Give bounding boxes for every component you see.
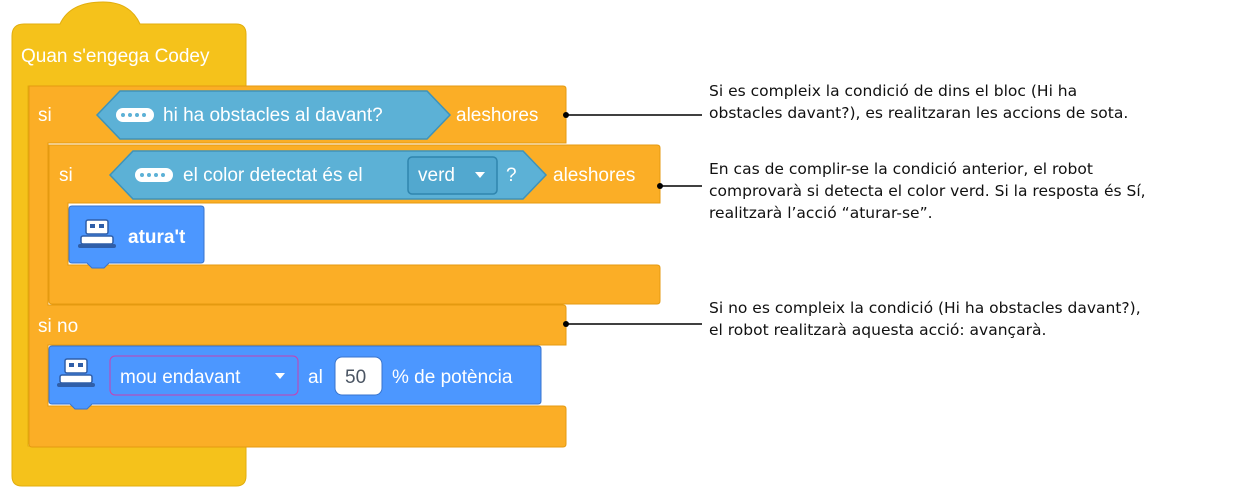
sensor-icon: [116, 108, 154, 122]
outer-if-keyword: si: [38, 105, 52, 126]
outer-if-else-block[interactable]: si aleshores si no: [28, 85, 567, 448]
obstacle-condition-block[interactable]: hi ha obstacles al davant?: [95, 90, 452, 140]
when-codey-starts-hat-block[interactable]: Quan s'engega Codey: [11, 1, 247, 487]
annotation-connectors: [563, 112, 702, 327]
color-condition-block[interactable]: el color detectat és el verd ?: [108, 150, 548, 200]
move-forward-block[interactable]: mou endavant al 50 % de potència: [48, 345, 542, 410]
connector-dot-1: [563, 112, 569, 118]
direction-dropdown-value: mou endavant: [120, 367, 241, 388]
stop-block-label: atura't: [128, 227, 186, 248]
stop-block[interactable]: atura't: [68, 205, 205, 269]
color-dropdown-value: verd: [418, 165, 455, 186]
color-condition-label: el color detectat és el: [183, 165, 363, 186]
annotation-outer-condition: Si es compleix la condició de dins el bl…: [709, 82, 1129, 122]
robot-icon: [78, 219, 116, 248]
inner-then-label: aleshores: [553, 165, 635, 186]
sensor-icon: [135, 168, 173, 182]
else-keyword: si no: [38, 316, 78, 337]
power-value: 50: [345, 367, 366, 388]
hat-label: Quan s'engega Codey: [21, 46, 210, 67]
power-suffix-label: % de potència: [392, 367, 513, 388]
dropdown-arrow-icon: [475, 172, 485, 178]
question-mark-label: ?: [506, 165, 517, 186]
power-input[interactable]: 50: [334, 356, 383, 396]
connector-dot-2: [657, 183, 663, 189]
direction-dropdown[interactable]: mou endavant: [109, 355, 299, 396]
robot-icon: [57, 358, 95, 387]
annotation-else-action: Si no es compleix la condició (Hi ha obs…: [709, 299, 1141, 339]
move-at-label: al: [308, 367, 323, 388]
outer-then-label: aleshores: [456, 105, 538, 126]
annotation-inner-condition: En cas de complir-se la condició anterio…: [709, 160, 1146, 222]
color-dropdown[interactable]: verd: [407, 156, 498, 195]
dropdown-arrow-icon: [275, 373, 285, 379]
connector-dot-3: [563, 321, 569, 327]
inner-if-keyword: si: [59, 165, 73, 186]
obstacle-condition-label: hi ha obstacles al davant?: [163, 105, 383, 126]
